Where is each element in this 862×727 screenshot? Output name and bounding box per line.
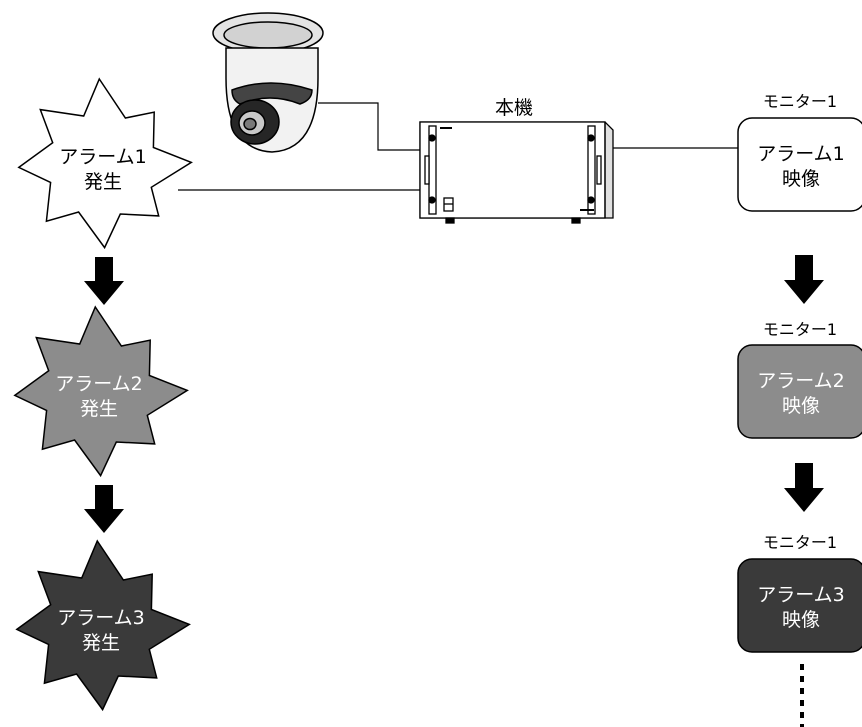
monitor-1-title: モニター1 (763, 92, 837, 111)
monitor-3-line1: アラーム3 (757, 584, 845, 606)
down-arrow-icon (84, 257, 124, 305)
monitor-3-line2: 映像 (782, 609, 820, 631)
monitor-panel-1: モニター1 アラーム1 映像 (738, 92, 862, 211)
monitor-1-line1: アラーム1 (757, 143, 845, 165)
alarm-2-line1: アラーム2 (55, 373, 143, 395)
alarm-3-line1: アラーム3 (57, 607, 145, 629)
alarm-burst-1: アラーム1 発生 (19, 79, 192, 248)
down-arrow-icon (84, 485, 124, 533)
alarm-burst-2: アラーム2 発生 (15, 307, 188, 476)
alarm-1-line1: アラーム1 (59, 146, 147, 168)
dome-camera-icon (213, 13, 323, 152)
monitor-2-line1: アラーム2 (757, 370, 845, 392)
camera-to-device-line (318, 103, 420, 150)
monitor-2-line2: 映像 (782, 395, 820, 417)
monitor-2-title: モニター1 (763, 320, 837, 339)
monitor-1-line2: 映像 (782, 168, 820, 190)
down-arrow-icon (784, 255, 824, 304)
monitor-panel-2: モニター1 アラーム2 映像 (738, 320, 862, 438)
alarm-3-line2: 発生 (82, 632, 120, 654)
down-arrow-icon (784, 463, 824, 512)
monitor-3-title: モニター1 (763, 533, 837, 552)
recorder-unit-icon (420, 122, 613, 223)
alarm-burst-3: アラーム3 発生 (17, 541, 190, 710)
monitor-panel-3: モニター1 アラーム3 映像 (738, 533, 862, 652)
device-label: 本機 (495, 97, 533, 119)
alarm-1-line2: 発生 (84, 171, 122, 193)
alarm-2-line2: 発生 (80, 398, 118, 420)
